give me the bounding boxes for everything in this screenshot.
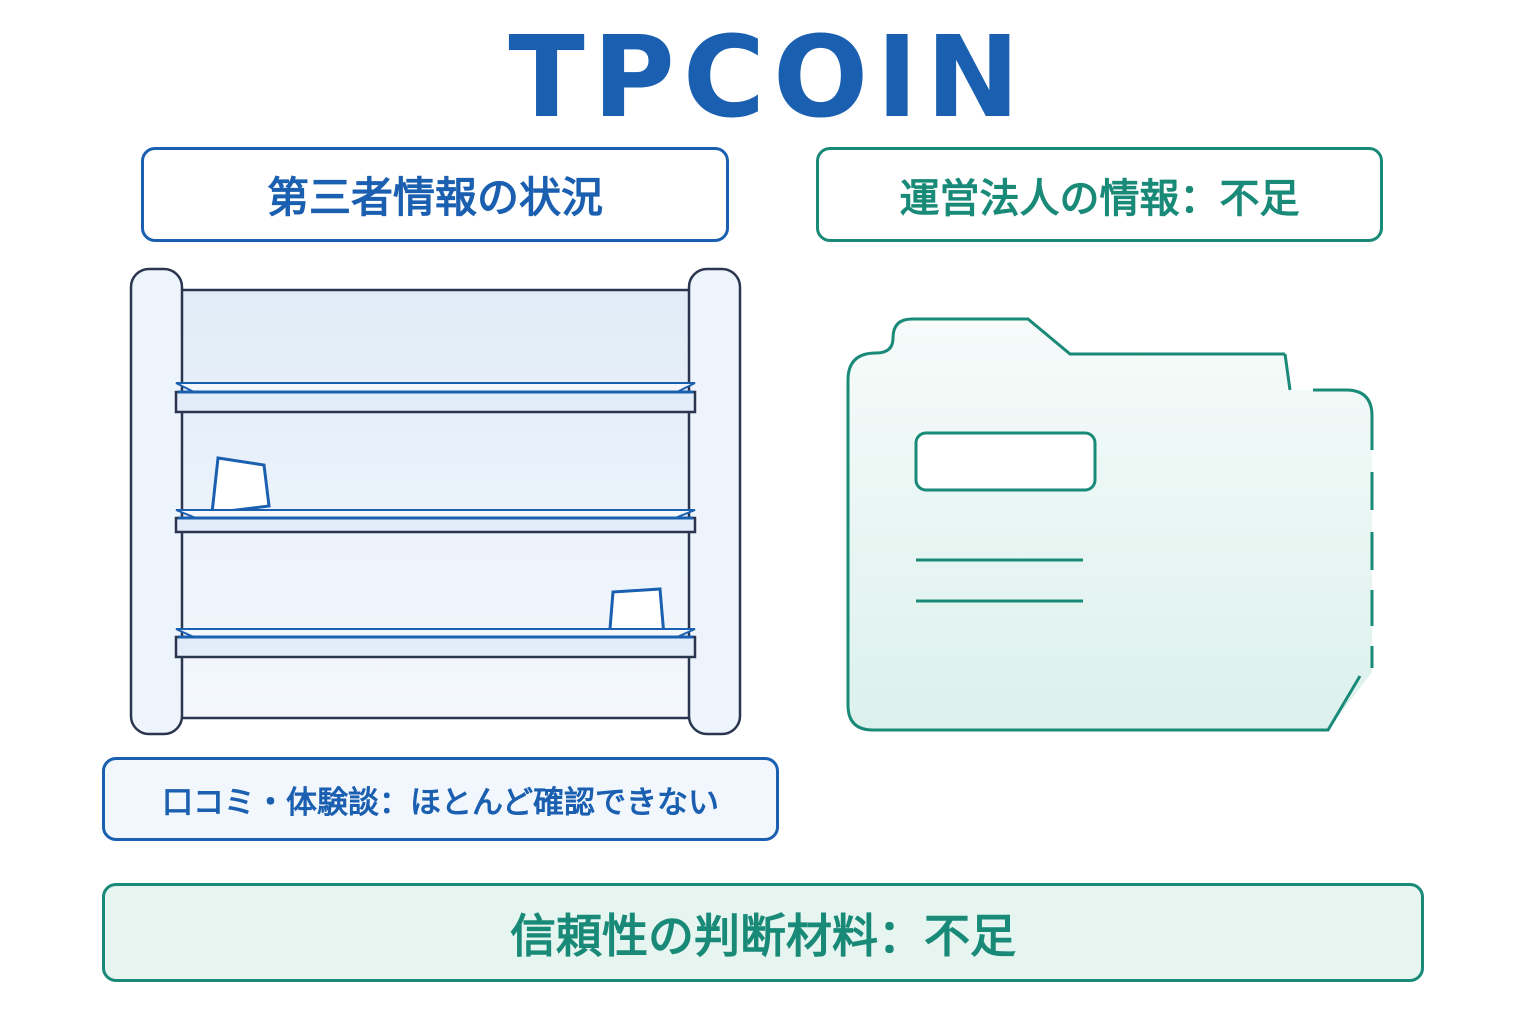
blank-folder-icon — [846, 317, 1374, 732]
trust-basis-label: 信頼性の判断材料：不足 — [510, 908, 1016, 963]
trust-basis-banner: 信頼性の判断材料：不足 — [102, 883, 1424, 982]
third-party-info-heading: 第三者情報の状況 — [141, 147, 729, 242]
corporate-info-heading: 運営法人の情報：不足 — [816, 147, 1383, 242]
reviews-status-label: 口コミ・体験談：ほとんど確認できない — [161, 784, 720, 821]
page-title: TPCOIN — [508, 13, 1028, 143]
empty-shelf-icon — [129, 267, 742, 736]
reviews-status-caption: 口コミ・体験談：ほとんど確認できない — [102, 757, 779, 841]
corporate-info-label: 運営法人の情報：不足 — [899, 175, 1300, 222]
third-party-info-label: 第三者情報の状況 — [266, 173, 603, 222]
